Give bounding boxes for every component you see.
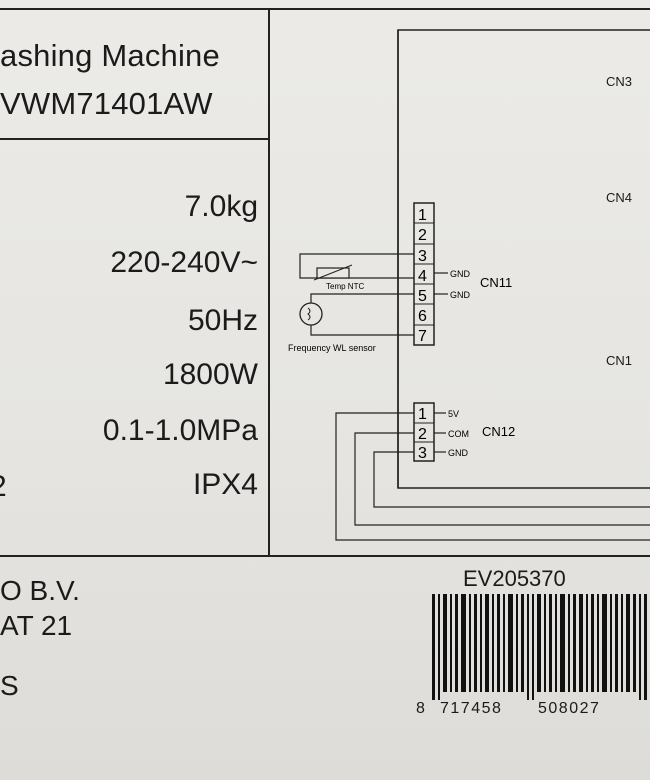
cn11-pin-5: 5 bbox=[418, 288, 427, 305]
cn12-pin-2: 2 bbox=[418, 426, 427, 443]
cn12-wire-2 bbox=[354, 432, 650, 526]
barcode-lead-digit: 8 bbox=[416, 700, 425, 717]
barcode-digits-group1: 717458 bbox=[440, 700, 503, 717]
wl-sensor-symbol bbox=[299, 302, 323, 326]
ntc-wire bbox=[299, 253, 414, 279]
cn11-pin-3: 3 bbox=[418, 248, 427, 265]
company-line3: S bbox=[0, 670, 19, 701]
temp-ntc-label: Temp NTC bbox=[326, 282, 364, 291]
wl-sensor-label: Frequency WL sensor bbox=[288, 343, 376, 353]
cn11-gnd-pin5: GND bbox=[450, 290, 471, 300]
spec-pressure: 0.1-1.0MPa bbox=[102, 414, 258, 447]
spec-ip-rating: IPX4 bbox=[192, 468, 258, 501]
spec-frequency: 50Hz bbox=[187, 304, 258, 337]
cn12-wire-1 bbox=[335, 412, 650, 541]
spec-power: 1800W bbox=[162, 358, 258, 391]
serial-number: EV205370 bbox=[463, 566, 566, 591]
ean-barcode bbox=[432, 594, 647, 700]
spec-capacity: 7.0kg bbox=[184, 190, 258, 223]
cn11-pin-6: 6 bbox=[418, 308, 427, 325]
cn11-label: CN11 bbox=[480, 275, 512, 290]
product-name: ashing Machine bbox=[0, 38, 220, 73]
cn12-block bbox=[413, 402, 435, 462]
cn4-label: CN4 bbox=[606, 190, 632, 205]
wl-sensor-wire-bottom bbox=[310, 325, 414, 336]
cn11-pin-4: 4 bbox=[418, 268, 427, 285]
company-street: AT 21 bbox=[0, 610, 73, 641]
barcode-digits-group2: 508027 bbox=[538, 700, 601, 717]
cn11-gnd-pin4: GND bbox=[450, 269, 471, 279]
model-number: VWM71401AW bbox=[0, 86, 213, 121]
board-outline bbox=[397, 29, 650, 489]
top-border bbox=[0, 8, 650, 10]
cn12-pin-1: 1 bbox=[418, 406, 427, 423]
cn12-gnd: GND bbox=[448, 448, 469, 458]
title-box-bottom bbox=[0, 138, 270, 140]
cn11-pin-7: 7 bbox=[418, 328, 427, 345]
left-fragment: 2 bbox=[0, 470, 7, 504]
cn11-pin-dividers bbox=[414, 222, 434, 326]
specs-box-bottom bbox=[0, 555, 650, 557]
title-divider bbox=[268, 8, 270, 556]
cn12-wire-3 bbox=[373, 451, 650, 508]
cn11-pin-1: 1 bbox=[418, 207, 427, 224]
company-name: O B.V. bbox=[0, 575, 80, 606]
cn12-5v: 5V bbox=[448, 409, 459, 419]
cn12-pin-3: 3 bbox=[418, 445, 427, 462]
wiring-diagram: CN3 CN4 CN1 1 2 3 4 5 6 7 GND GND CN11 T… bbox=[288, 29, 650, 541]
cn11-block bbox=[413, 202, 435, 346]
cn3-label: CN3 bbox=[606, 74, 632, 89]
cn12-com: COM bbox=[448, 429, 469, 439]
spec-voltage: 220-240V~ bbox=[110, 246, 258, 279]
cn1-label: CN1 bbox=[606, 353, 632, 368]
cn11-pin-2: 2 bbox=[418, 227, 427, 244]
wl-sensor-wire-top bbox=[310, 293, 414, 303]
cn12-label: CN12 bbox=[482, 424, 515, 439]
barcode-bars bbox=[432, 594, 647, 700]
